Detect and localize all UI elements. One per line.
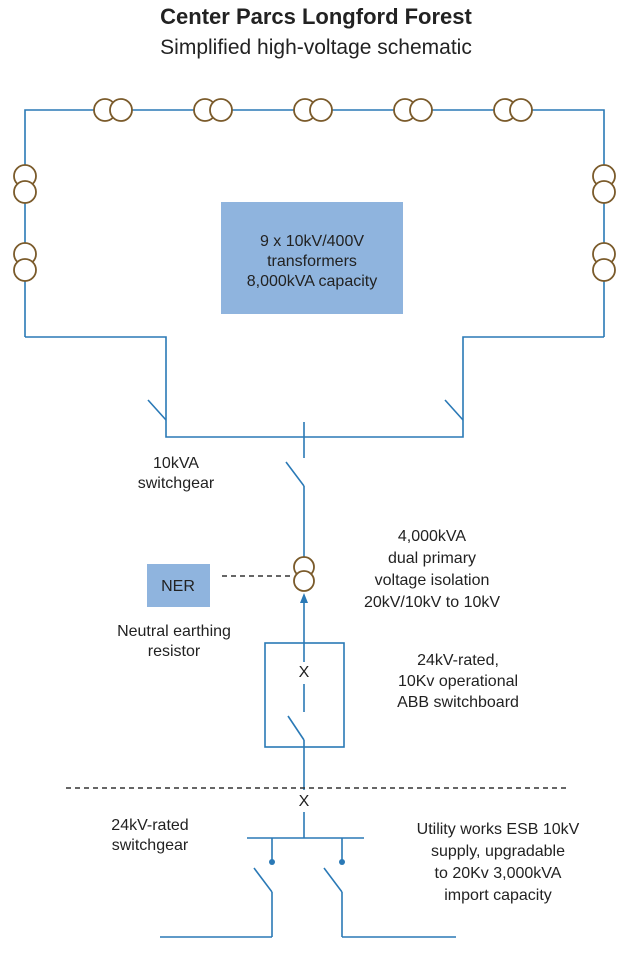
switchgear-10kva (147, 399, 464, 560)
switchgear-10kva-line2: switchgear (138, 475, 215, 492)
ner-box (147, 564, 210, 607)
utility-line4: import capacity (444, 887, 552, 904)
ring-feeder-right (462, 336, 604, 428)
ner-label: NER (161, 578, 195, 595)
abb-switchboard-line2: 10Kv operational (398, 673, 518, 690)
transformer-left-1 (13, 164, 37, 204)
ring-transformers (13, 98, 616, 282)
switchgear-10kva-line1: 10kVA (153, 455, 199, 472)
abb-switchboard (264, 600, 345, 790)
switchboard-switch (287, 715, 305, 741)
transformer-top-5 (493, 98, 533, 122)
isolation-transformer-line1: 4,000kVA (398, 528, 467, 545)
abb-switchboard-line1: 24kV-rated, (417, 652, 499, 669)
isolation-transformer (293, 556, 315, 592)
diagram-subtitle: Simplified high-voltage schematic (160, 36, 472, 59)
isolation-transformer-line2: dual primary (388, 550, 476, 567)
transformer-info-box (221, 202, 403, 314)
boundary-marker: X (299, 793, 310, 810)
switchgear-busbar (165, 428, 464, 438)
transformer-right-1 (592, 164, 616, 204)
abb-switchboard-marker: X (299, 664, 310, 681)
abb-switchboard-line3: ABB switchboard (397, 694, 519, 711)
ner-caption-line2: resistor (148, 643, 201, 660)
transformer-top-1 (93, 98, 133, 122)
switch-24kv-left (253, 867, 273, 893)
transformer-top-4 (393, 98, 433, 122)
transformer-info-line3: 8,000kVA capacity (247, 273, 377, 290)
utility-line2: supply, upgradable (431, 843, 565, 860)
switch-24kv-right (323, 867, 343, 893)
switchgear-24kv (160, 812, 456, 938)
transformer-info-line1: 9 x 10kV/400V (260, 233, 364, 250)
transformer-info-line2: transformers (267, 253, 357, 270)
utility-line3: to 20Kv 3,000kVA (435, 865, 562, 882)
isolation-transformer-line4: 20kV/10kV to 10kV (364, 594, 500, 611)
switch-left (147, 399, 167, 421)
switch-right (444, 399, 464, 421)
transformer-left-2 (13, 242, 37, 282)
switch-main (285, 461, 305, 487)
switchgear-24kv-line1: 24kV-rated (111, 817, 188, 834)
transformer-right-2 (592, 242, 616, 282)
utility-line1: Utility works ESB 10kV (417, 821, 580, 838)
transformer-top-3 (293, 98, 333, 122)
ring-feeder-left (25, 336, 167, 428)
ner-caption-line1: Neutral earthing (117, 623, 231, 640)
transformer-top-2 (193, 98, 233, 122)
arrow-up-icon (300, 593, 308, 603)
isolation-transformer-line3: voltage isolation (375, 572, 490, 589)
switchgear-24kv-line2: switchgear (112, 837, 189, 854)
node-dot-right (339, 859, 345, 865)
diagram-title: Center Parcs Longford Forest (160, 4, 472, 29)
node-dot-left (269, 859, 275, 865)
